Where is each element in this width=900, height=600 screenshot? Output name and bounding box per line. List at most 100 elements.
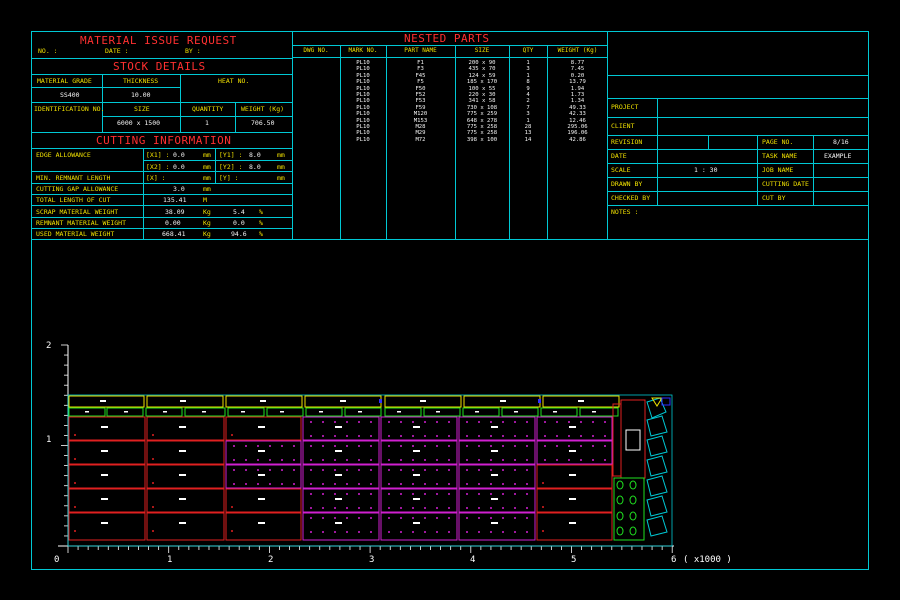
used-weight-unit: Kg (203, 230, 211, 238)
nested-cell: PL10 (356, 130, 370, 137)
material-issue-title: MATERIAL ISSUE REQUEST (80, 34, 237, 47)
client-label: CLIENT (611, 122, 635, 130)
remnant-pct-unit: % (259, 219, 263, 227)
nested-cell: F1 (417, 60, 424, 66)
nested-cell: 124 x 59 (468, 72, 496, 79)
page-no-label: PAGE NO. (762, 138, 794, 146)
thickness-label: THICKNESS (123, 77, 159, 85)
size-label: SIZE (134, 105, 150, 113)
nested-cell: 13.79 (569, 79, 586, 86)
nested-cell: M29 (415, 130, 426, 137)
nested-cell: PL10 (356, 136, 370, 143)
scrap-pct-unit: % (259, 208, 263, 216)
nested-cell: 1 (526, 117, 530, 124)
x1-label: [X1] : (146, 151, 170, 159)
y1-label: [Y1] : (219, 151, 243, 159)
nested-cell: 7 (526, 104, 530, 111)
nested-cell: 42.33 (569, 111, 586, 118)
x2-label: [X2] : (146, 163, 170, 171)
nested-cell: 1 (526, 60, 530, 66)
nested-cell: 200 x 90 (468, 60, 496, 66)
nested-cell: F5 (417, 79, 424, 86)
nested-cell: PL10 (356, 117, 370, 124)
nested-header-0: DWG NO. (303, 47, 329, 54)
drawn-by-label: DRAWN BY (611, 180, 643, 188)
min-remnant-label: MIN. REMNANT LENGTH (36, 174, 111, 182)
nested-cell: PL10 (356, 111, 370, 118)
heat-no-label: HEAT NO. (218, 77, 250, 85)
nested-cell: 730 x 108 (466, 104, 498, 111)
x1-unit: mm (203, 151, 211, 159)
remnant-x-unit: mm (203, 174, 211, 182)
checked-by-label: CHECKED BY (611, 194, 651, 202)
scrap-weight-unit: Kg (203, 208, 211, 216)
weight-label: WEIGHT (Kg) (241, 105, 285, 113)
nested-cell: 3 (526, 111, 530, 118)
nested-cell: 648 x 278 (466, 117, 498, 124)
remnant-pct-value: 0.0 (233, 219, 245, 227)
nested-header-2: PART NAME (404, 47, 437, 54)
nested-cell: 1.34 (570, 98, 585, 105)
remnant-y-unit: mm (277, 174, 285, 182)
date-label: DATE : (105, 47, 129, 55)
nested-parts-title: NESTED PARTS (404, 32, 490, 45)
x-tick-6: 6 (671, 555, 676, 565)
nested-cell: PL10 (356, 104, 370, 111)
material-grade-value: SS400 (60, 91, 80, 99)
nested-cell: 295.06 (567, 124, 588, 130)
nested-cell: 1.73 (570, 92, 585, 98)
x-tick-2: 2 (268, 555, 273, 565)
nested-cell: PL10 (356, 72, 370, 79)
x1-value: 0.0 (173, 151, 185, 159)
no-label: NO. : (38, 47, 58, 55)
nested-cell: PL10 (356, 98, 370, 105)
notes-label: NOTES : (611, 208, 639, 216)
nested-cell: 3 (526, 66, 530, 73)
nested-cell: M153 (413, 117, 428, 124)
project-label: PROJECT (611, 103, 639, 111)
y2-unit: mm (277, 163, 285, 171)
x-tick-3: 3 (369, 555, 374, 565)
nested-cell: 4 (526, 92, 530, 98)
nested-cell: 1 (526, 72, 530, 79)
nested-cell: 398 x 100 (466, 136, 498, 143)
stock-details-title: STOCK DETAILS (113, 60, 206, 73)
nested-header-4: QTY (522, 47, 534, 54)
nested-cell: 14 (524, 136, 532, 143)
x2-value: 0.0 (173, 163, 185, 171)
scrap-weight-label: SCRAP MATERIAL WEIGHT (36, 208, 119, 216)
x-tick-0: 0 (54, 555, 59, 565)
nested-cell: PL10 (356, 66, 370, 73)
used-pct-value: 94.6 (231, 230, 247, 238)
nested-cell: M120 (413, 111, 428, 118)
nested-header-3: SIZE (474, 47, 490, 54)
edge-allowance-label: EDGE ALLOWANCE (36, 151, 91, 159)
nested-cell: F53 (415, 98, 426, 105)
nested-cell: 196.06 (567, 130, 588, 137)
remnant-weight-unit: Kg (203, 219, 211, 227)
remnant-weight-label: REMNANT MATERIAL WEIGHT (36, 219, 127, 227)
scrap-pct-value: 5.4 (233, 208, 245, 216)
nested-cell: F52 (415, 92, 426, 98)
nested-cell: F59 (415, 104, 426, 111)
total-length-value: 135.41 (163, 196, 187, 204)
x-tick-4: 4 (470, 555, 475, 565)
nested-cell: PL10 (356, 79, 370, 86)
y2-value: 8.0 (249, 163, 261, 171)
stock-weight-value: 706.50 (251, 119, 275, 127)
remnant-y-label: [Y] : (219, 174, 239, 182)
thickness-value: 10.00 (131, 91, 151, 99)
nested-cell: 8 (526, 79, 530, 86)
cutting-information-title: CUTTING INFORMATION (96, 134, 232, 147)
nested-cell: 13 (524, 130, 532, 137)
date-info-label: DATE (611, 152, 627, 160)
nested-cell: 220 x 30 (468, 92, 496, 98)
nested-cell: M28 (415, 124, 426, 130)
page-no-value: 8/16 (833, 138, 849, 146)
nested-cell: PL10 (356, 124, 370, 130)
task-name-label: TASK NAME (762, 152, 798, 160)
identification-label: IDENTIFICATION NO. (34, 105, 105, 113)
nested-cell: 9 (526, 85, 530, 92)
magenta-parts (225, 416, 613, 541)
nested-cell: 100 x 55 (468, 85, 496, 92)
